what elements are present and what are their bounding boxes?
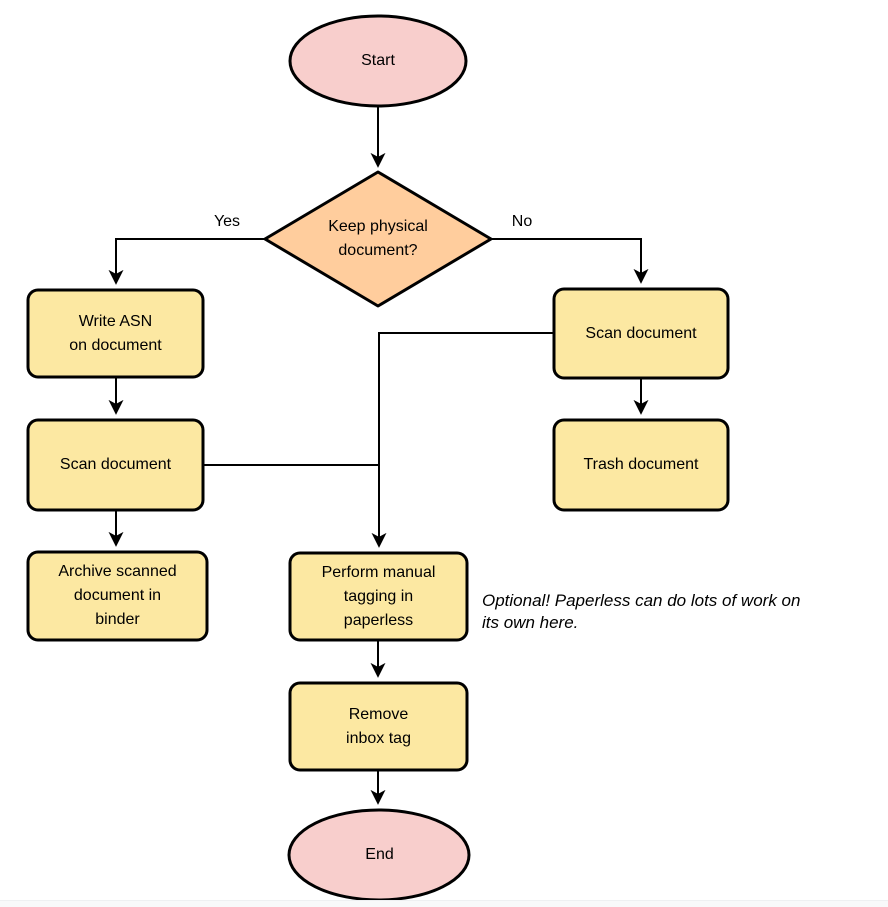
connector-decision-yes-to-write-asn <box>108 238 265 285</box>
scan-document-right-box-shape <box>552 287 730 380</box>
end-terminal-shape <box>287 808 471 902</box>
archive-box-shape <box>26 550 209 642</box>
annotation-note: Optional! Paperless can do lots of work … <box>482 591 801 632</box>
remove-inbox-box-shape <box>288 681 469 772</box>
scan-document-left-box-shape <box>26 418 205 512</box>
page-bottom-edge <box>0 900 888 907</box>
connector-decision-no-to-scan-right <box>491 238 649 284</box>
start-terminal-shape <box>288 14 468 108</box>
decision-diamond-shape <box>263 170 493 308</box>
tagging-box-shape <box>288 551 469 642</box>
trash-box-shape <box>552 418 730 512</box>
connector-scan-right-to-tagging <box>371 332 554 548</box>
write-asn-box-shape <box>26 288 205 379</box>
